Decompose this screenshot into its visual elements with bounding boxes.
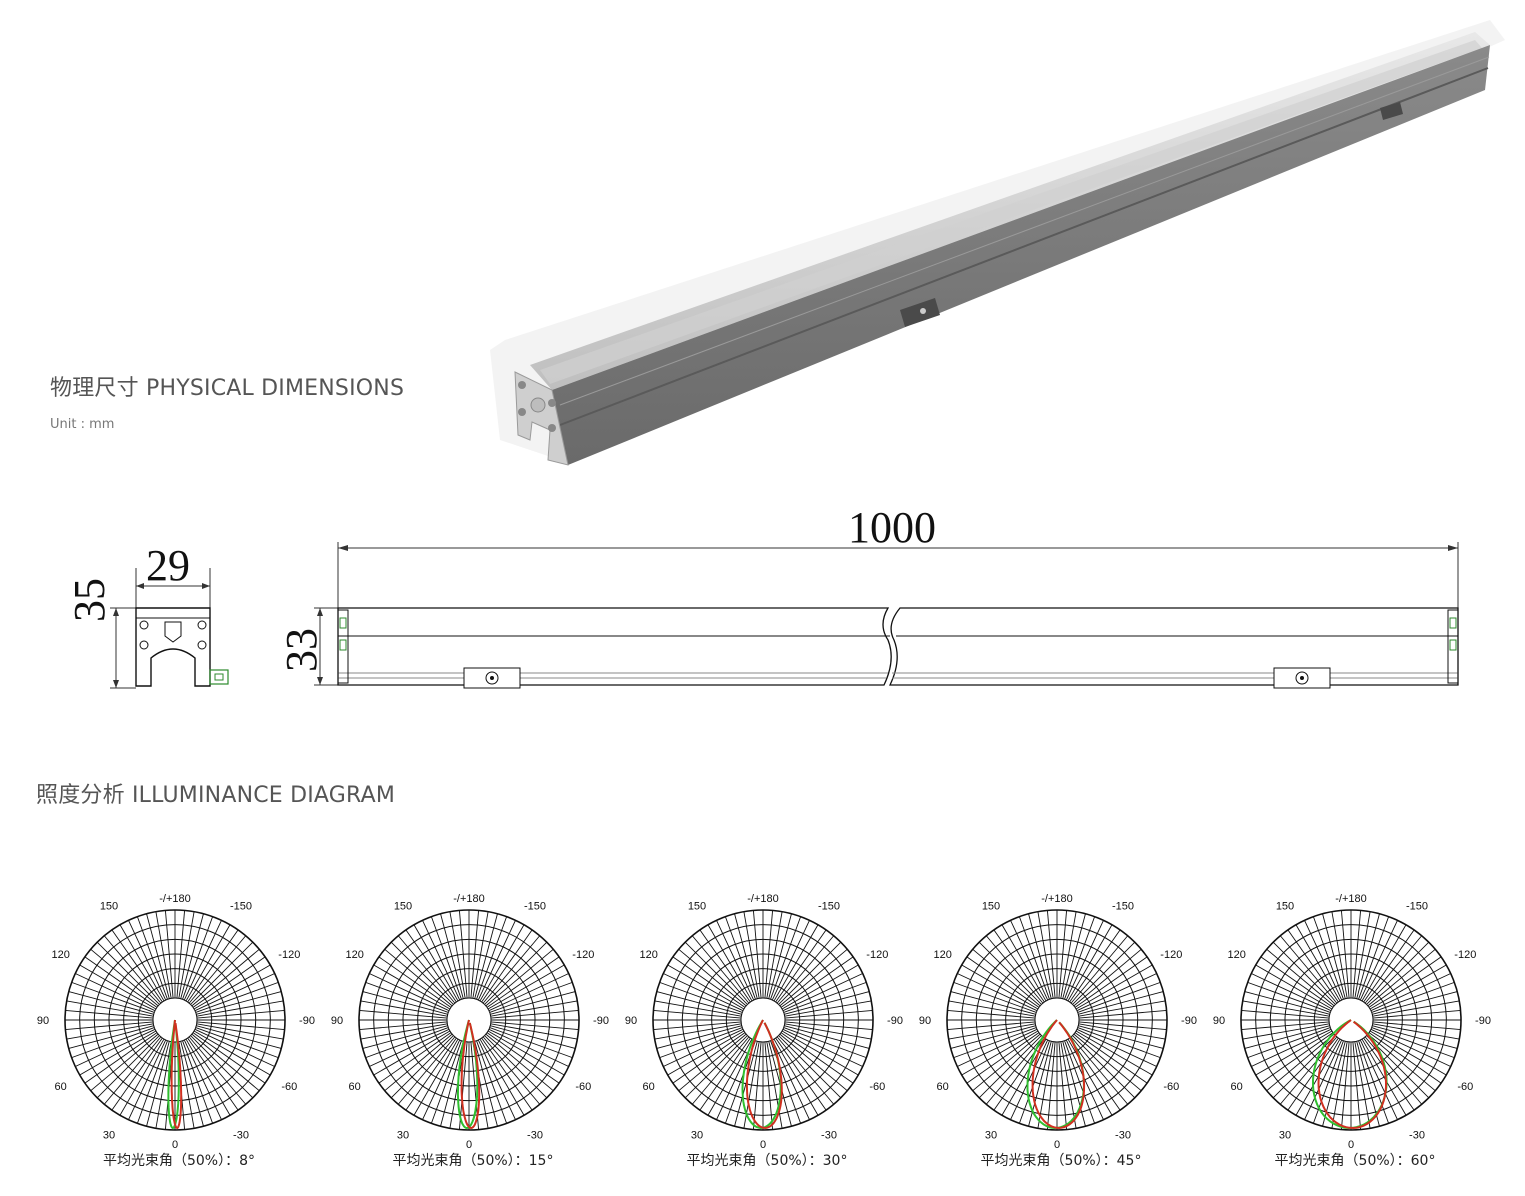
angle-label: -30 [527,1129,543,1141]
polar-diagram-30: -/+180 -150 150 -120 120 -90 90 -60 60 -30 30 0 [625,893,903,1151]
angle-label: 90 [1213,1015,1225,1027]
angle-label: -60 [869,1081,885,1093]
angle-label: 150 [394,901,412,913]
angle-label: -120 [1160,949,1182,961]
angle-label: 120 [52,949,70,961]
angle-label: -/+180 [747,893,779,905]
angle-label: -150 [1406,901,1428,913]
product-render [490,20,1505,466]
end-view-drawing [110,568,229,689]
angle-label: 90 [331,1015,343,1027]
angle-label: -/+180 [453,893,485,905]
beam-angle-caption: 平均光束角（50%）：15° [392,1153,554,1169]
angle-label: -90 [1181,1015,1197,1027]
angle-label: 30 [397,1129,409,1141]
angle-label: 0 [466,1139,472,1151]
angle-label: -120 [278,949,300,961]
beam-curve [167,1019,180,1130]
polar-grid [1240,909,1462,1131]
illuminance-title: 照度分析 ILLUMINANCE DIAGRAM [36,783,396,808]
angle-label: -120 [1454,949,1476,961]
angle-label: 60 [55,1081,67,1093]
polar-grid [946,909,1168,1131]
angle-label: 0 [760,1139,766,1151]
angle-label: 0 [1348,1139,1354,1151]
angle-label: -30 [1115,1129,1131,1141]
polar-diagram-8: -/+180 -150 150 -120 120 -90 90 -60 60 -30 30 0 [37,893,315,1151]
beam-curve [745,1019,783,1130]
polar-diagram-45: -/+180 -150 150 -120 120 -90 90 -60 60 -30 30 0 [919,893,1197,1151]
angle-label: 0 [172,1139,178,1151]
angle-label: 60 [1231,1081,1243,1093]
angle-label: 90 [37,1015,49,1027]
angle-label: -150 [524,901,546,913]
beam-curve [456,1019,479,1130]
angle-label: 150 [100,901,118,913]
angle-label: 30 [103,1129,115,1141]
angle-label: 30 [1279,1129,1291,1141]
beam-curve [170,1019,183,1130]
angle-label: 30 [985,1129,997,1141]
beam-angle-caption: 平均光束角（50%）：30° [686,1153,848,1169]
beam-angle-caption: 平均光束角（50%）：60° [1274,1153,1436,1169]
angle-label: 150 [1276,901,1294,913]
angle-label: -90 [887,1015,903,1027]
angle-label: 0 [1054,1139,1060,1151]
angle-label: -60 [281,1081,297,1093]
beam-curve [1026,1019,1085,1130]
beam-curve [460,1019,481,1130]
angle-label: 60 [349,1081,361,1093]
angle-label: -/+180 [159,893,191,905]
side-view-drawing [314,542,1459,689]
angle-label: 30 [691,1129,703,1141]
polar-diagram-60: -/+180 -150 150 -120 120 -90 90 -60 60 -30 30 0 [1213,893,1491,1151]
angle-label: -60 [1457,1081,1473,1093]
length-label: 1000 [848,503,936,552]
angle-label: -150 [230,901,252,913]
physical-dimensions-title: 物理尺寸 PHYSICAL DIMENSIONS [50,376,405,401]
angle-label: -120 [572,949,594,961]
angle-label: -/+180 [1335,893,1367,905]
angle-label: 60 [643,1081,655,1093]
angle-label: 150 [688,901,706,913]
angle-label: -30 [233,1129,249,1141]
angle-label: -90 [299,1015,315,1027]
beam-curve [1317,1019,1387,1130]
angle-label: -90 [593,1015,609,1027]
angle-label: -30 [821,1129,837,1141]
angle-label: 90 [919,1015,931,1027]
angle-label: -/+180 [1041,893,1073,905]
angle-label: 60 [937,1081,949,1093]
end-height-label: 35 [65,578,114,622]
polar-grid [358,909,580,1131]
angle-label: 120 [640,949,658,961]
beam-angle-caption: 平均光束角（50%）：45° [980,1153,1142,1169]
angle-label: -150 [1112,901,1134,913]
angle-label: 150 [982,901,1000,913]
angle-label: -30 [1409,1129,1425,1141]
angle-label: -150 [818,901,840,913]
beam-curve [1031,1019,1086,1130]
angle-label: -60 [1163,1081,1179,1093]
polar-grid [64,909,286,1131]
angle-label: -120 [866,949,888,961]
beam-angle-caption: 平均光束角（50%）：8° [102,1153,256,1169]
angle-label: 120 [1228,949,1246,961]
angle-label: 120 [934,949,952,961]
end-width-label: 29 [146,541,190,590]
angle-label: -60 [575,1081,591,1093]
polar-diagram-15: -/+180 -150 150 -120 120 -90 90 -60 60 -30 30 0 [331,893,609,1151]
unit-label: Unit : mm [50,417,115,432]
side-height-label: 33 [277,628,326,672]
angle-label: -90 [1475,1015,1491,1027]
angle-label: 120 [346,949,364,961]
angle-label: 90 [625,1015,637,1027]
polar-grid [652,909,874,1131]
